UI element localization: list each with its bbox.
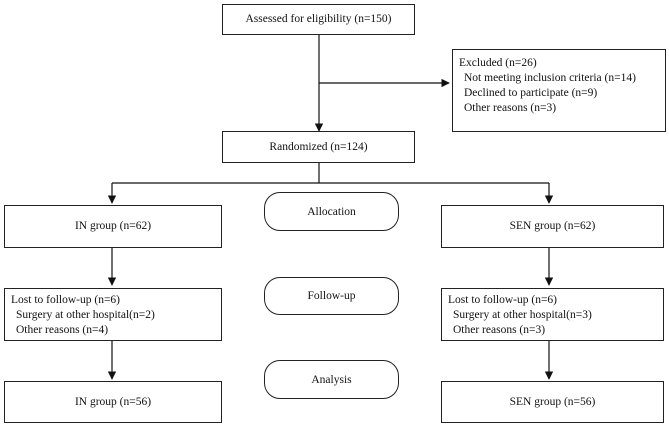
in-group-allocated-box: IN group (n=62) [4,205,222,248]
sen-group-lost-box: Lost to follow-up (n=6) Surgery at other… [441,288,664,341]
stage-allocation: Allocation [264,192,399,231]
stage-analysis-label: Analysis [311,373,352,386]
in-group-lost-item: Surgery at other hospital(n=2) [16,309,155,321]
sen-group-analysed-label: SEN group (n=56) [509,395,596,408]
excluded-item: Not meeting inclusion criteria (n=14) [464,72,636,84]
randomized-box: Randomized (n=124) [222,131,415,163]
sen-group-allocated-label: SEN group (n=62) [509,220,596,232]
in-group-lost-item: Other reasons (n=4) [16,324,109,336]
stage-follow-up: Follow-up [264,277,399,315]
stage-analysis: Analysis [264,360,399,399]
in-group-analysed-label: IN group (n=56) [74,395,152,408]
excluded-item: Declined to participate (n=9) [464,87,598,99]
sen-group-analysed-box: SEN group (n=56) [441,381,664,423]
sen-group-lost-title: Lost to follow-up (n=6) [448,294,558,306]
in-group-analysed-box: IN group (n=56) [4,381,222,423]
in-group-lost-title: Lost to follow-up (n=6) [11,294,121,306]
sen-group-lost-item: Other reasons (n=3) [453,324,546,336]
in-group-lost-box: Lost to follow-up (n=6) Surgery at other… [4,288,222,341]
assessed-box: Assessed for eligibility (n=150) [222,4,415,35]
randomized-label: Randomized (n=124) [269,140,368,153]
excluded-title: Excluded (n=26) [459,57,537,69]
excluded-box: Excluded (n=26) Not meeting inclusion cr… [452,49,666,132]
sen-group-allocated-box: SEN group (n=62) [441,205,664,248]
stage-allocation-label: Allocation [307,205,356,218]
sen-group-lost-item: Surgery at other hospital(n=3) [453,309,592,321]
stage-follow-up-label: Follow-up [307,290,356,302]
assessed-label: Assessed for eligibility (n=150) [245,13,392,25]
in-group-allocated-label: IN group (n=62) [74,220,152,232]
excluded-item: Other reasons (n=3) [464,102,557,114]
